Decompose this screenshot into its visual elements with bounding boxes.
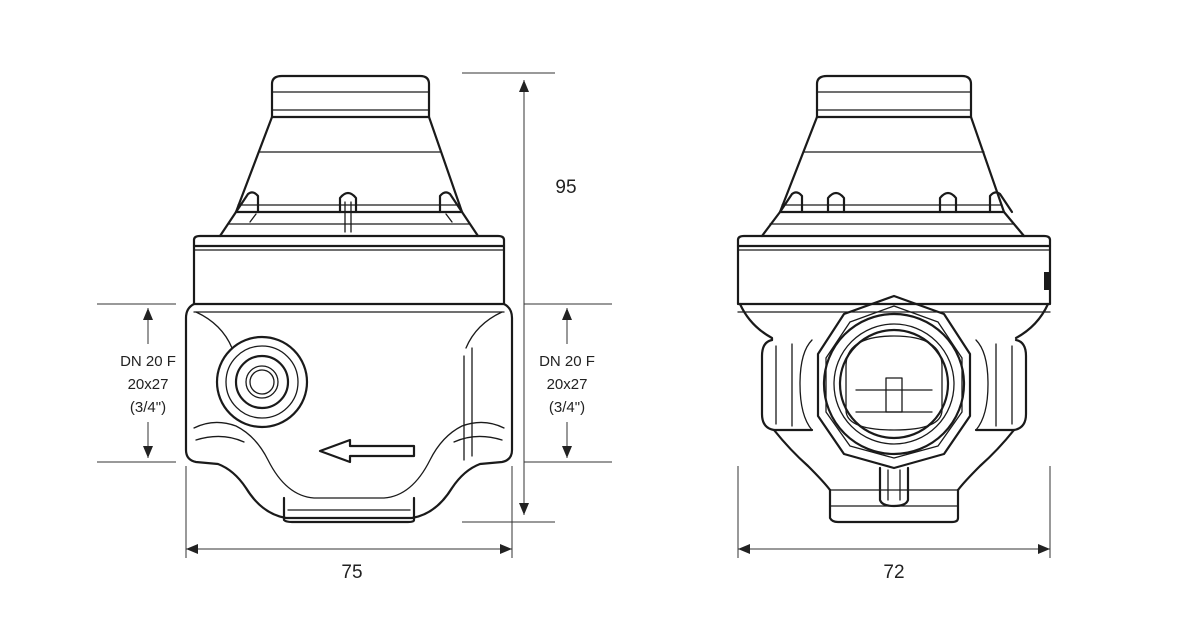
connection-label-left-line3: (3/4") [130, 399, 166, 416]
connection-label-left-line2: 20x27 [128, 376, 169, 393]
height-dimension-label: 95 [555, 177, 576, 198]
connection-label-right-line3: (3/4") [549, 399, 585, 416]
ribbed-ring-front [760, 191, 1026, 238]
flange [192, 234, 506, 313]
bonnet [234, 115, 464, 214]
connection-dimension-left: DN 20 F 20x27 (3/4") [97, 303, 176, 463]
valve-side-view [184, 74, 514, 524]
height-dimension: 95 [462, 72, 577, 523]
connection-dimension-right: DN 20 F 20x27 (3/4") [524, 303, 612, 463]
width-dimension-right: 72 [737, 466, 1051, 583]
valve-front-view [736, 74, 1052, 524]
valve-body [184, 302, 514, 524]
ribbed-ring [218, 191, 480, 238]
valve-body-front [738, 294, 1050, 524]
width-dimension-left: 75 [185, 466, 513, 583]
flange-front [736, 234, 1052, 313]
cap-front [815, 74, 973, 119]
side-notch [1044, 272, 1050, 290]
bonnet-front [778, 115, 1006, 214]
gauge-port [215, 335, 309, 429]
connection-label-left-line1: DN 20 F [120, 353, 176, 370]
connection-label-right-line1: DN 20 F [539, 353, 595, 370]
width-dimension-right-label: 72 [883, 562, 904, 583]
hex-fitting [816, 294, 972, 470]
width-dimension-left-label: 75 [341, 562, 362, 583]
connection-label-right-line2: 20x27 [547, 376, 588, 393]
cap [270, 74, 431, 119]
flow-arrow-icon [318, 438, 416, 464]
